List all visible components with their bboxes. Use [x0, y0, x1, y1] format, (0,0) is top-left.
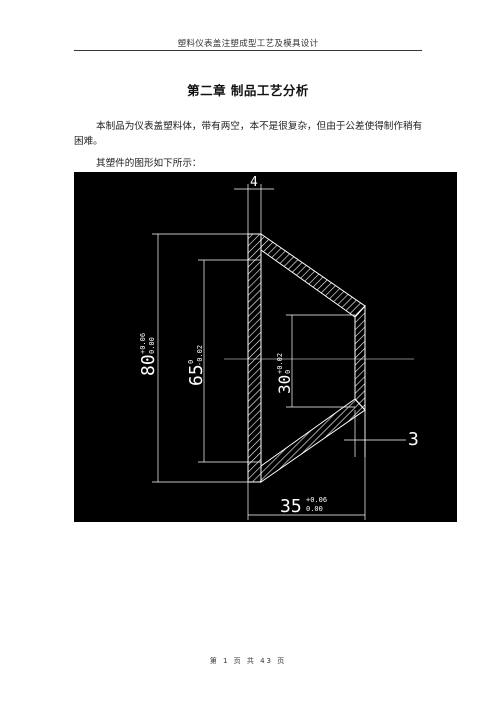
part-drawing-svg: 4 80 +0.06 0.00 65 0 -0.02 30 +0.02 0: [138, 175, 419, 520]
dim-outer-label: 80 +0.06 0.00: [138, 333, 159, 376]
dim-hole-tol-lower: 0: [284, 370, 292, 374]
dim-end-text: 3: [408, 429, 419, 450]
part-left-wall: [247, 233, 262, 483]
dim-inner-tol-upper: 0: [187, 360, 195, 364]
dim-inner-tol-lower: -0.02: [196, 345, 204, 366]
chapter-title: 第二章 制品工艺分析: [187, 83, 309, 98]
dim-hole-tol-upper: +0.02: [276, 353, 284, 374]
dim-outer-tol-upper: +0.06: [139, 333, 147, 354]
part-bottom-slope: [260, 398, 366, 483]
body-paragraph-1: 本制品为仪表盖塑料体，带有两空，本不是很复杂，但由于公差使得制作稍有困难。: [74, 121, 423, 147]
dim-wall-text: 4: [250, 175, 258, 190]
part-end-wall: [354, 304, 366, 412]
header-rule: [74, 50, 422, 51]
dim-outer-tol-lower: 0.00: [148, 337, 156, 354]
dim-length-tol-lower: 0.00: [306, 505, 323, 513]
dim-length-tol-upper: +0.06: [306, 496, 327, 504]
dim-length-text: 35: [280, 496, 302, 517]
part-drawing: 4 80 +0.06 0.00 65 0 -0.02 30 +0.02 0: [74, 172, 457, 522]
running-header: 塑料仪表盖注塑成型工艺及模具设计: [177, 39, 319, 49]
body-paragraph-2: 其塑件的图形如下所示：: [96, 158, 202, 169]
dim-outer-text: 80: [138, 354, 159, 376]
dim-hole-label: 30 +0.02 0: [275, 353, 294, 394]
dim-inner-label: 65 0 -0.02: [186, 345, 207, 386]
dim-hole-text: 30: [275, 375, 294, 394]
page-footer: 第 1 页 共 43 页: [209, 657, 287, 665]
part-top-slope: [260, 233, 366, 318]
dim-inner-text: 65: [186, 364, 207, 386]
